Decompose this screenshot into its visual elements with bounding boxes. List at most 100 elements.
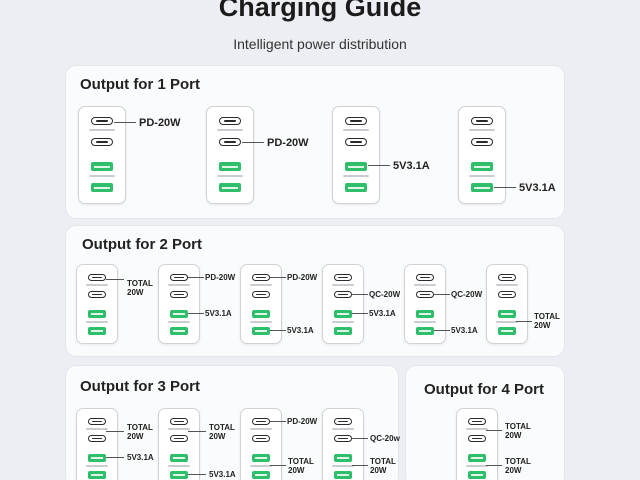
usb-a-port-icon xyxy=(170,454,188,462)
pointer-line xyxy=(486,430,502,431)
pointer-line xyxy=(242,142,264,143)
usb-c-port-icon xyxy=(334,418,352,425)
charger-diagram xyxy=(458,106,506,204)
usb-a-port-icon xyxy=(471,183,493,192)
usb-a-port-icon xyxy=(334,471,352,479)
port-label: QC-20W xyxy=(451,290,483,299)
port-marking xyxy=(414,284,436,286)
usb-c-port-icon xyxy=(334,274,352,281)
pointer-line xyxy=(106,431,124,432)
pointer-line xyxy=(368,165,390,166)
usb-a-port-icon xyxy=(468,454,486,462)
usb-a-port-icon xyxy=(88,310,106,318)
usb-c-port-icon xyxy=(471,117,493,125)
port-marking xyxy=(332,465,354,467)
port-label: QC-20W xyxy=(369,290,401,299)
usb-c-port-icon xyxy=(252,418,270,425)
usb-c-port-icon xyxy=(471,138,493,146)
usb-c-port-icon xyxy=(498,274,516,281)
usb-a-port-icon xyxy=(345,183,367,192)
port-label: 5V3.1A xyxy=(209,470,236,479)
charger-diagram xyxy=(322,264,364,344)
usb-a-port-icon xyxy=(416,327,434,335)
usb-a-port-icon xyxy=(252,454,270,462)
port-marking xyxy=(469,175,495,177)
usb-a-port-icon xyxy=(170,471,188,479)
port-label: 5V3.1A xyxy=(127,453,154,462)
usb-c-port-icon xyxy=(498,291,516,298)
port-label: 20W xyxy=(127,432,144,441)
usb-c-port-icon xyxy=(219,117,241,125)
usb-c-port-icon xyxy=(170,435,188,442)
charger-diagram xyxy=(206,106,254,204)
pointer-line xyxy=(270,277,286,278)
usb-c-port-icon xyxy=(170,418,188,425)
usb-c-port-icon xyxy=(345,117,367,125)
section-title: Output for 2 Port xyxy=(82,236,202,253)
usb-c-port-icon xyxy=(345,138,367,146)
port-marking xyxy=(496,284,518,286)
pointer-line xyxy=(352,313,368,314)
pointer-line xyxy=(434,294,450,295)
usb-c-port-icon xyxy=(334,291,352,298)
port-marking xyxy=(168,465,190,467)
port-label: 5V3.1A xyxy=(451,326,478,335)
pointer-line xyxy=(352,294,368,295)
charger-diagram xyxy=(486,264,528,344)
pointer-line xyxy=(486,465,502,466)
port-label: PD-20W xyxy=(287,417,318,426)
usb-a-port-icon xyxy=(334,454,352,462)
charger-diagram xyxy=(240,408,282,480)
usb-a-port-icon xyxy=(219,162,241,171)
section-two-port: Output for 2 Port TOTAL 20W PD-20W 5V3.1… xyxy=(66,226,564,356)
port-marking xyxy=(86,284,108,286)
usb-c-port-icon xyxy=(88,435,106,442)
pointer-line xyxy=(352,438,368,439)
usb-c-port-icon xyxy=(88,291,106,298)
port-marking xyxy=(250,428,272,430)
port-marking xyxy=(250,321,272,323)
usb-a-port-icon xyxy=(91,183,113,192)
usb-a-port-icon xyxy=(252,471,270,479)
usb-a-port-icon xyxy=(334,327,352,335)
port-label: PD-20W xyxy=(267,137,309,149)
port-marking xyxy=(332,284,354,286)
charger-diagram xyxy=(158,408,200,480)
usb-c-port-icon xyxy=(170,274,188,281)
port-label: 20W xyxy=(505,466,522,475)
charger-diagram xyxy=(456,408,498,480)
page-subtitle: Intelligent power distribution xyxy=(233,36,407,52)
pointer-line xyxy=(106,457,124,458)
port-label: TOTAL xyxy=(127,279,153,288)
charger-diagram xyxy=(76,408,118,480)
port-marking xyxy=(414,321,436,323)
section-title: Output for 3 Port xyxy=(80,378,200,395)
pointer-line xyxy=(188,277,204,278)
pointer-line xyxy=(516,321,532,322)
port-label: 20W xyxy=(370,466,387,475)
usb-a-port-icon xyxy=(219,183,241,192)
pointer-line xyxy=(270,330,286,331)
usb-a-port-icon xyxy=(88,471,106,479)
port-marking xyxy=(466,465,488,467)
usb-c-port-icon xyxy=(468,418,486,425)
port-label: TOTAL xyxy=(370,457,396,466)
charger-diagram xyxy=(332,106,380,204)
port-label: 20W xyxy=(505,431,522,440)
port-marking xyxy=(469,129,495,131)
usb-c-port-icon xyxy=(252,274,270,281)
usb-a-port-icon xyxy=(498,327,516,335)
section-three-port: Output for 3 Port TOTAL 20W 5V3.1A TOTAL… xyxy=(66,366,400,480)
port-marking xyxy=(250,284,272,286)
port-label: TOTAL xyxy=(288,457,314,466)
port-label: TOTAL xyxy=(209,423,235,432)
section-one-port: Output for 1 Port PD-20W PD-20W 5V3.1A xyxy=(66,66,564,218)
pointer-line xyxy=(270,421,286,422)
usb-a-port-icon xyxy=(345,162,367,171)
port-label: 20W xyxy=(127,288,144,297)
pointer-line xyxy=(352,465,368,466)
port-label: TOTAL xyxy=(534,312,560,321)
page-title: Charging Guide xyxy=(218,0,422,22)
usb-c-port-icon xyxy=(416,274,434,281)
port-marking xyxy=(217,129,243,131)
